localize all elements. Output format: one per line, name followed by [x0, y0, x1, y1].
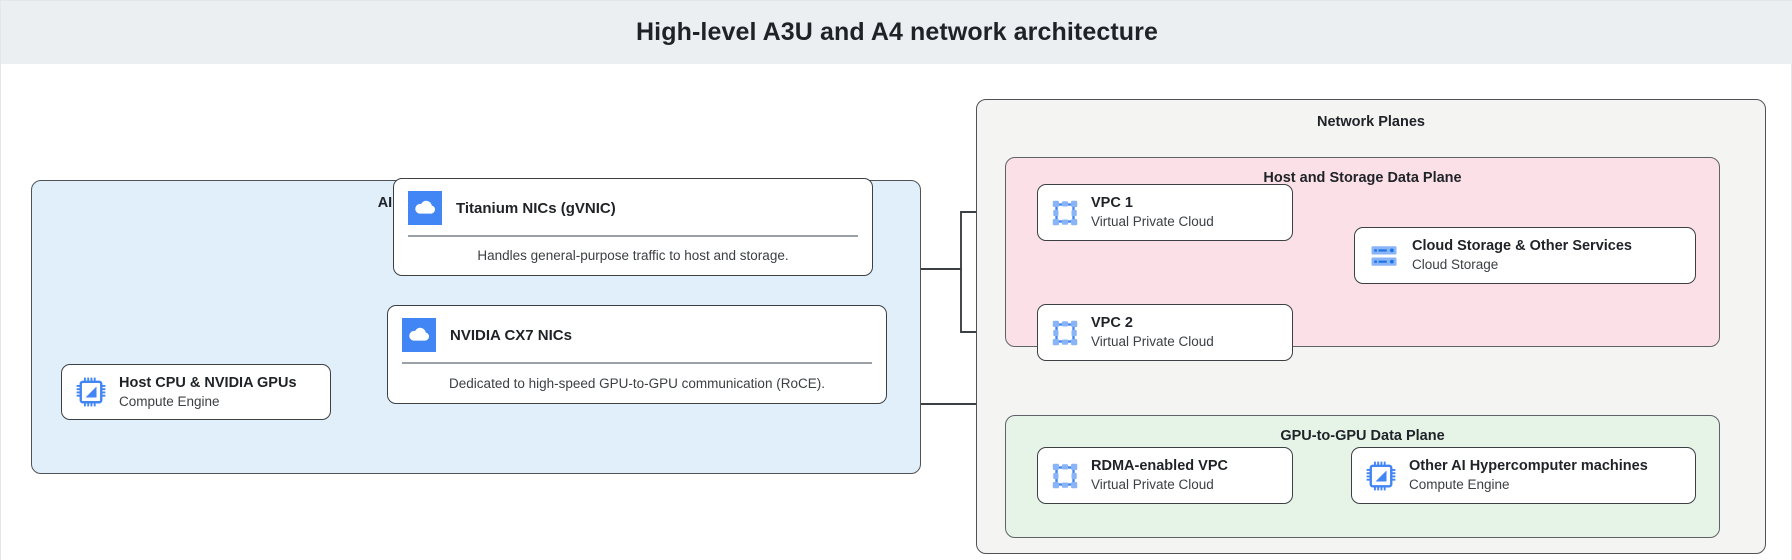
card-cloud-storage[interactable]: Cloud Storage & Other Services Cloud Sto…	[1354, 227, 1696, 284]
card-description-titanium: Handles general-purpose traffic to host …	[477, 248, 789, 264]
card-title-rdma-vpc: RDMA-enabled VPC	[1091, 458, 1228, 475]
card-description-cx7: Dedicated to high-speed GPU-to-GPU commu…	[449, 375, 825, 391]
cpu-chip-icon	[1366, 461, 1396, 491]
cpu-chip-icon	[76, 377, 106, 407]
vpc-icon	[1050, 198, 1080, 228]
card-subtitle-rdma-vpc: Virtual Private Cloud	[1091, 477, 1214, 492]
card-subtitle-host: Compute Engine	[119, 393, 220, 409]
card-host-cpu-gpus[interactable]: Host CPU & NVIDIA GPUs Compute Engine	[61, 364, 331, 420]
card-nvidia-cx7-nics[interactable]: NVIDIA CX7 NICs Dedicated to high-speed …	[387, 305, 887, 404]
cx7-header: NVIDIA CX7 NICs	[388, 306, 886, 362]
vpc-icon	[1050, 461, 1080, 491]
diagram-header: High-level A3U and A4 network architectu…	[1, 1, 1792, 65]
titanium-header: Titanium NICs (gVNIC)	[394, 179, 872, 235]
card-vpc-1[interactable]: VPC 1 Virtual Private Cloud	[1037, 184, 1293, 241]
card-title-vpc1: VPC 1	[1091, 195, 1133, 212]
card-vpc-2[interactable]: VPC 2 Virtual Private Cloud	[1037, 304, 1293, 361]
card-rdma-enabled-vpc[interactable]: RDMA-enabled VPC Virtual Private Cloud	[1037, 447, 1293, 504]
cloud-icon	[408, 191, 442, 225]
card-title-host: Host CPU & NVIDIA GPUs	[119, 374, 297, 391]
card-other-ai-hypercomputer-machines[interactable]: Other AI Hypercomputer machines Compute …	[1351, 447, 1696, 504]
card-title-vpc2: VPC 2	[1091, 315, 1133, 332]
vpc-icon	[1050, 318, 1080, 348]
group-title-host-storage: Host and Storage Data Plane	[1263, 170, 1462, 186]
card-subtitle-other-machines: Compute Engine	[1409, 477, 1510, 492]
cloud-icon	[402, 318, 436, 352]
titanium-divider	[408, 235, 858, 237]
group-title-gpu-plane: GPU-to-GPU Data Plane	[1280, 428, 1445, 444]
page-title: High-level A3U and A4 network architectu…	[636, 18, 1158, 46]
card-title-titanium: Titanium NICs (gVNIC)	[456, 199, 616, 217]
card-subtitle-vpc1: Virtual Private Cloud	[1091, 214, 1214, 229]
card-title-cloud-storage: Cloud Storage & Other Services	[1412, 238, 1632, 255]
storage-rack-icon	[1369, 241, 1399, 271]
card-titanium-nics[interactable]: Titanium NICs (gVNIC) Handles general-pu…	[393, 178, 873, 276]
diagram-canvas: AI Hypercomputer machines	[1, 64, 1791, 560]
card-subtitle-vpc2: Virtual Private Cloud	[1091, 334, 1214, 349]
cx7-divider	[402, 362, 872, 364]
card-subtitle-cloud-storage: Cloud Storage	[1412, 257, 1499, 272]
card-title-cx7: NVIDIA CX7 NICs	[450, 326, 572, 344]
card-title-other-machines: Other AI Hypercomputer machines	[1409, 458, 1648, 475]
group-title-planes: Network Planes	[1317, 114, 1425, 130]
